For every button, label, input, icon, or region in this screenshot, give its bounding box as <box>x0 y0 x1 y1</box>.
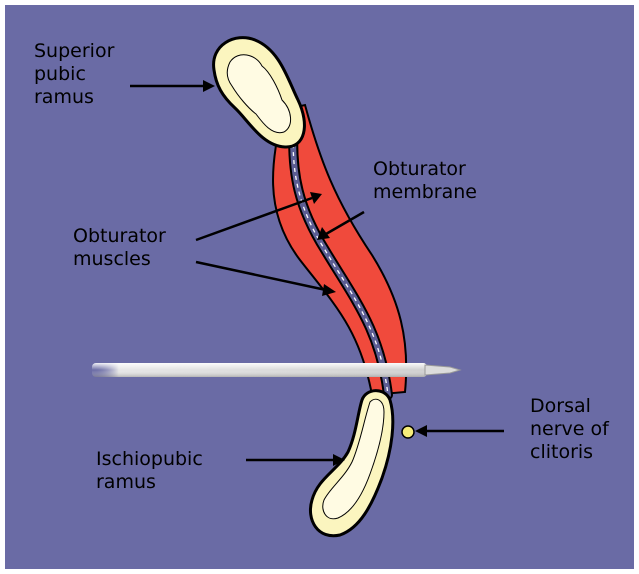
ischiopubic-ramus-bone <box>310 391 392 536</box>
dorsal-nerve-dot <box>402 426 414 438</box>
label-dorsal-nerve-of-clitoris: Dorsal nerve of clitoris <box>530 395 609 464</box>
label-ischiopubic-ramus: Ischiopubic ramus <box>96 448 203 494</box>
label-obturator-muscles: Obturator muscles <box>73 225 166 271</box>
superior-pubic-ramus-bone <box>214 38 305 147</box>
needle <box>92 363 460 377</box>
arrow-ischiopubic-ramus <box>246 454 345 466</box>
label-superior-pubic-ramus: Superior pubic ramus <box>34 40 114 109</box>
arrow-dorsal-nerve <box>415 425 504 437</box>
arrow-superior-pubic-ramus <box>130 80 215 92</box>
label-obturator-membrane: Obturator membrane <box>373 158 477 204</box>
